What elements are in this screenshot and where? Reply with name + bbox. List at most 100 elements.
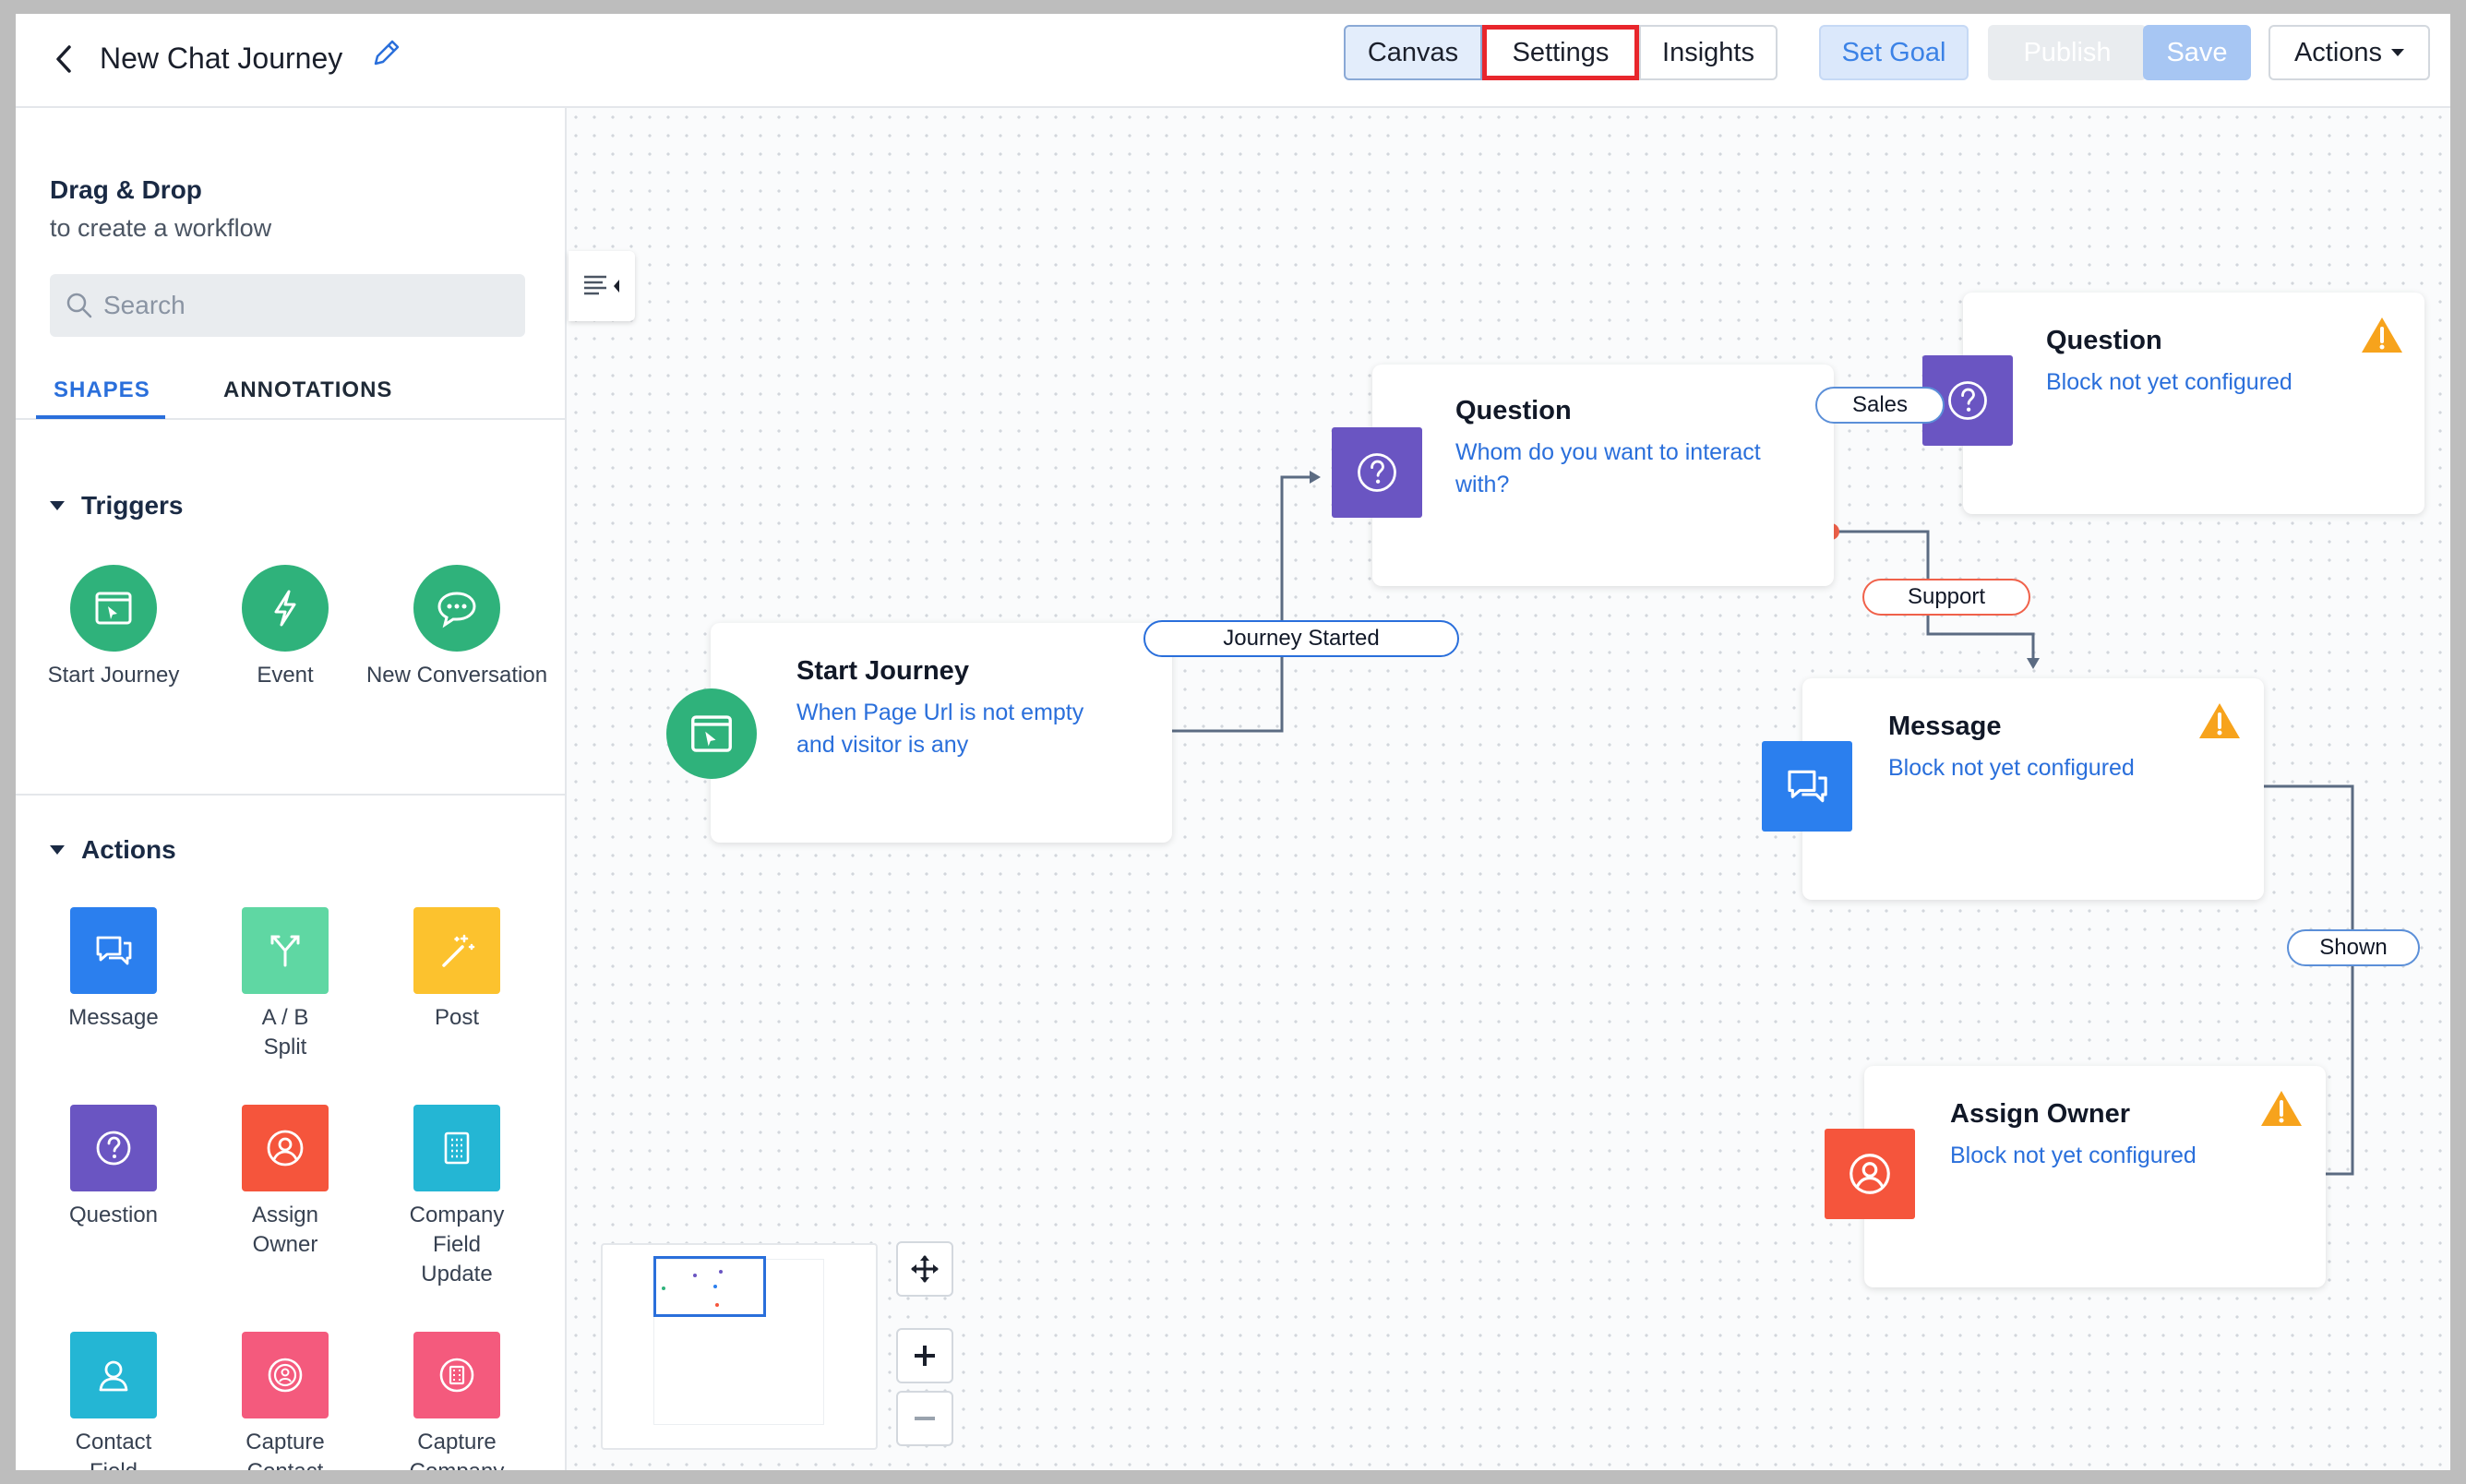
search-input[interactable]: Search [50, 274, 525, 337]
warning-icon [2199, 703, 2240, 738]
node-description: Block not yet configured [1888, 755, 2135, 781]
node-title: Assign Owner [1950, 1099, 2130, 1129]
shape-label: Post [434, 1005, 480, 1030]
back-button[interactable] [45, 36, 82, 82]
node-title: Question [1455, 396, 1572, 425]
active-tab-indicator [36, 415, 165, 419]
chat-bubble-icon [413, 565, 500, 652]
action-capture-contact[interactable]: Capture Contact [211, 1332, 359, 1470]
shape-label: Assign Owner [251, 1203, 319, 1257]
app-window: New Chat Journey Canvas Settings Insight… [16, 14, 2450, 1470]
node-question[interactable]: Question Whom do you want to interact wi… [1372, 365, 1834, 586]
shape-label: Message [68, 1005, 159, 1030]
action-post[interactable]: Post [383, 907, 531, 1033]
action-question[interactable]: Question [40, 1105, 187, 1230]
node-title: Question [2046, 326, 2162, 355]
node-start-journey[interactable]: Start Journey When Page Url is not empty… [711, 623, 1172, 843]
question-icon [70, 1105, 157, 1191]
question-icon[interactable] [1332, 427, 1422, 518]
caret-down-icon [2391, 49, 2405, 56]
action-ab-split[interactable]: A / B Split [211, 907, 359, 1062]
zoom-in-button[interactable] [896, 1328, 953, 1383]
minimap-preview [662, 1270, 723, 1307]
message-icon [70, 907, 157, 994]
node-message[interactable]: Message Block not yet configured [1802, 678, 2264, 900]
action-company-field-update[interactable]: Company Field Update [383, 1105, 531, 1289]
caret-down-icon [50, 501, 65, 510]
triggers-heading: Triggers [81, 491, 184, 520]
tab-annotations[interactable]: ANNOTATIONS [223, 377, 393, 402]
edge-label-support[interactable]: Support [1862, 579, 2030, 616]
set-goal-button[interactable]: Set Goal [1819, 25, 1969, 80]
pan-button[interactable] [896, 1241, 953, 1297]
section-divider [16, 794, 567, 796]
shape-label: Contact Field [75, 1430, 152, 1470]
move-icon [911, 1255, 939, 1283]
start-journey-icon [70, 565, 157, 652]
tab-settings[interactable]: Settings [1482, 25, 1639, 80]
split-icon [242, 907, 329, 994]
action-contact-field[interactable]: Contact Field [40, 1332, 187, 1470]
trigger-new-conversation[interactable]: New Conversation [365, 565, 549, 690]
node-assign-owner[interactable]: Assign Owner Block not yet configured [1864, 1066, 2326, 1287]
save-button[interactable]: Save [2143, 25, 2251, 80]
search-icon [66, 293, 92, 318]
node-description: Whom do you want to interact with? [1455, 439, 1761, 497]
plus-icon [915, 1346, 935, 1366]
tab-insights[interactable]: Insights [1639, 25, 1778, 80]
workflow-canvas[interactable]: Start Journey When Page Url is not empty… [567, 108, 2450, 1470]
actions-dropdown[interactable]: Actions [2268, 25, 2430, 80]
caret-down-icon [50, 845, 65, 855]
actions-label: Actions [2293, 37, 2383, 67]
trigger-start-journey[interactable]: Start Journey [40, 565, 187, 690]
minimap-content [653, 1259, 824, 1425]
question-icon[interactable] [1922, 355, 2013, 446]
shape-label: Event [257, 663, 314, 688]
minimap-viewport[interactable] [653, 1256, 766, 1317]
node-question-sales[interactable]: Question Block not yet configured [1963, 293, 2424, 514]
triggers-section-toggle[interactable]: Triggers [50, 491, 183, 521]
actions-section-toggle[interactable]: Actions [50, 835, 176, 865]
pencil-icon[interactable] [368, 34, 405, 71]
tab-canvas[interactable]: Canvas [1344, 25, 1482, 80]
trigger-event[interactable]: Event [211, 565, 359, 690]
shape-label: Company Field Update [409, 1203, 505, 1287]
journey-title: New Chat Journey [100, 42, 343, 75]
node-title: Message [1888, 712, 2002, 741]
warning-icon [2362, 317, 2402, 353]
node-description: Block not yet configured [2046, 369, 2292, 395]
shape-label: Capture Company [410, 1430, 505, 1470]
collapse-panel-icon [584, 275, 619, 295]
action-message[interactable]: Message [40, 907, 187, 1033]
edge-label-journey-started[interactable]: Journey Started [1143, 620, 1459, 657]
tab-divider [16, 418, 567, 420]
warning-icon [2261, 1091, 2302, 1126]
search-placeholder: Search [103, 291, 186, 319]
shape-label: Question [68, 1203, 159, 1227]
edge-label-shown[interactable]: Shown [2287, 929, 2420, 966]
capture-contact-icon [242, 1332, 329, 1418]
shape-label: New Conversation [365, 663, 548, 688]
top-header: New Chat Journey Canvas Settings Insight… [16, 14, 2450, 108]
publish-button[interactable]: Publish [1988, 25, 2147, 80]
actions-heading: Actions [81, 835, 176, 864]
user-circle-icon [242, 1105, 329, 1191]
action-assign-owner[interactable]: Assign Owner [211, 1105, 359, 1260]
edge-label-sales[interactable]: Sales [1815, 387, 1945, 424]
message-icon[interactable] [1762, 741, 1852, 832]
capture-company-icon [413, 1332, 500, 1418]
tab-shapes[interactable]: SHAPES [54, 377, 150, 402]
shapes-sidebar: Drag & Drop to create a workflow Search … [16, 108, 567, 1470]
minus-icon [915, 1417, 935, 1420]
lightning-icon [242, 565, 329, 652]
zoom-out-button[interactable] [896, 1391, 953, 1446]
node-description: Block not yet configured [1950, 1143, 2197, 1168]
minimap[interactable] [601, 1243, 878, 1450]
user-circle-icon[interactable] [1825, 1129, 1915, 1219]
collapse-sidebar-button[interactable] [569, 251, 635, 321]
action-capture-company[interactable]: Capture Company [383, 1332, 531, 1470]
start-journey-icon[interactable] [666, 688, 757, 779]
sidebar-subtitle: to create a workflow [50, 214, 272, 242]
building-icon [413, 1105, 500, 1191]
node-description: When Page Url is not empty and visitor i… [796, 700, 1084, 758]
